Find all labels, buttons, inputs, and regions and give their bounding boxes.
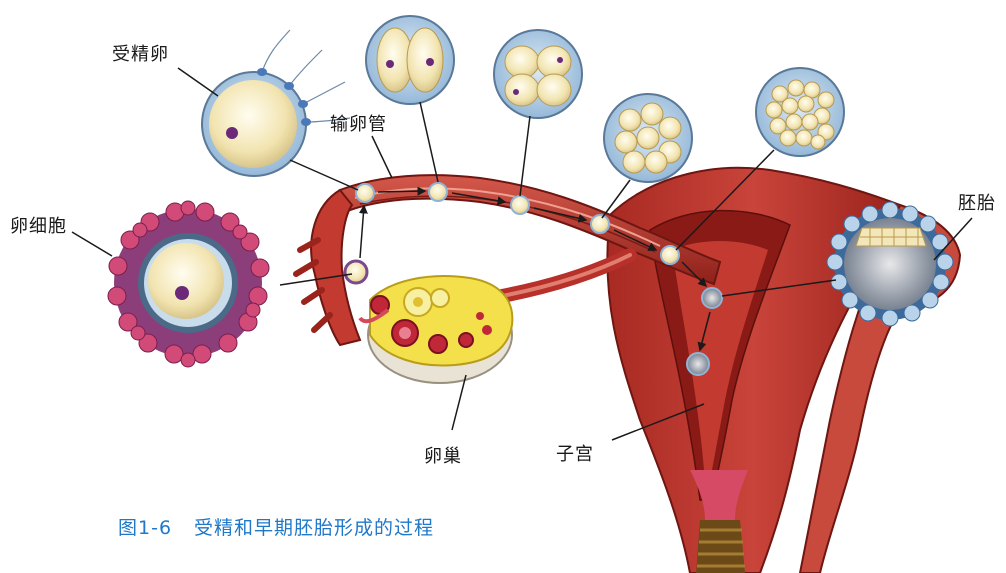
label-fertilized-egg: 受精卵	[112, 40, 169, 66]
label-egg-cell: 卵细胞	[10, 212, 67, 238]
label-oviduct: 输卵管	[330, 110, 387, 136]
figure-number: 图1-6	[118, 517, 172, 539]
figure-title: 受精和早期胚胎形成的过程	[194, 517, 434, 539]
figure-caption: 图1-6 受精和早期胚胎形成的过程	[118, 513, 434, 540]
two-cell-stage	[366, 16, 454, 182]
label-uterus: 子宫	[556, 440, 594, 466]
label-ovary: 卵巢	[424, 442, 462, 468]
four-cell-stage	[494, 30, 582, 196]
label-embryo: 胚胎	[958, 189, 996, 215]
ovary	[360, 276, 512, 383]
